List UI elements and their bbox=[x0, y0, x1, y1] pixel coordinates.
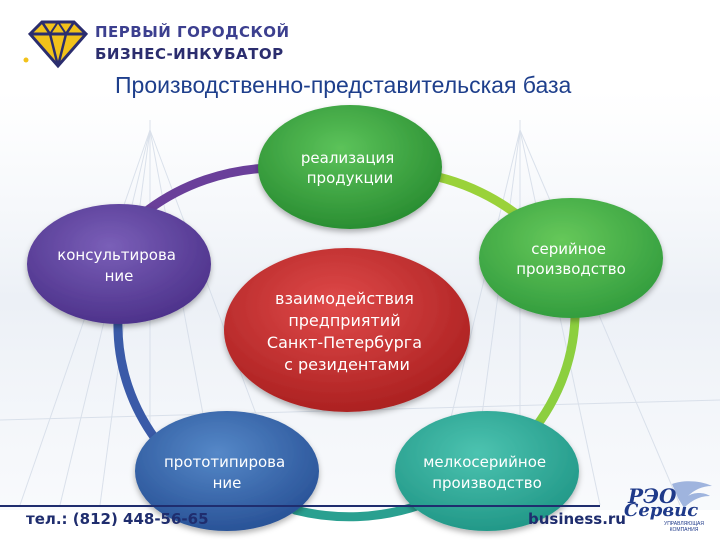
ring-arc-5 bbox=[143, 163, 275, 215]
partner-name-1: РЭО bbox=[628, 484, 677, 508]
node-sales-label: реализация продукции bbox=[301, 149, 399, 187]
node-consulting-label: консультирова ние bbox=[57, 246, 181, 285]
node-consulting bbox=[27, 204, 211, 324]
center-label: взаимодействия предприятий Санкт-Петербу… bbox=[267, 289, 427, 374]
node-prototyping-label: прототипирова ние bbox=[164, 453, 290, 492]
node-small-batch-production-label: мелкосерийное производство bbox=[423, 453, 551, 492]
partner-subtitle: УПРАВЛЯЮЩАЯ КОМПАНИЯ bbox=[664, 521, 704, 533]
node-serial-production bbox=[479, 198, 663, 318]
footer-site: business.ru bbox=[528, 510, 626, 528]
node-serial-production-label: серийное производство bbox=[516, 240, 626, 278]
node-prototyping bbox=[135, 411, 319, 531]
node-small-batch-production bbox=[395, 411, 579, 531]
logo-line-1: ПЕРВЫЙ ГОРОДСКОЙ bbox=[95, 23, 290, 41]
partner-logo-wing-icon bbox=[672, 481, 712, 508]
logo-line-2: БИЗНЕС-ИНКУБАТОР bbox=[95, 45, 284, 63]
page-title: Производственно-представительская база bbox=[115, 72, 572, 98]
diamond-icon bbox=[23, 20, 89, 69]
footer-divider bbox=[0, 505, 600, 507]
center-node bbox=[224, 248, 470, 412]
incubator-logo bbox=[22, 18, 272, 78]
partner-name-2: Сервис bbox=[624, 500, 699, 521]
ring-arc-4 bbox=[113, 315, 165, 450]
footer-phone: тел.: (812) 448-56-65 bbox=[26, 510, 209, 528]
ring-arc-3 bbox=[290, 500, 425, 522]
node-sales bbox=[258, 105, 442, 229]
